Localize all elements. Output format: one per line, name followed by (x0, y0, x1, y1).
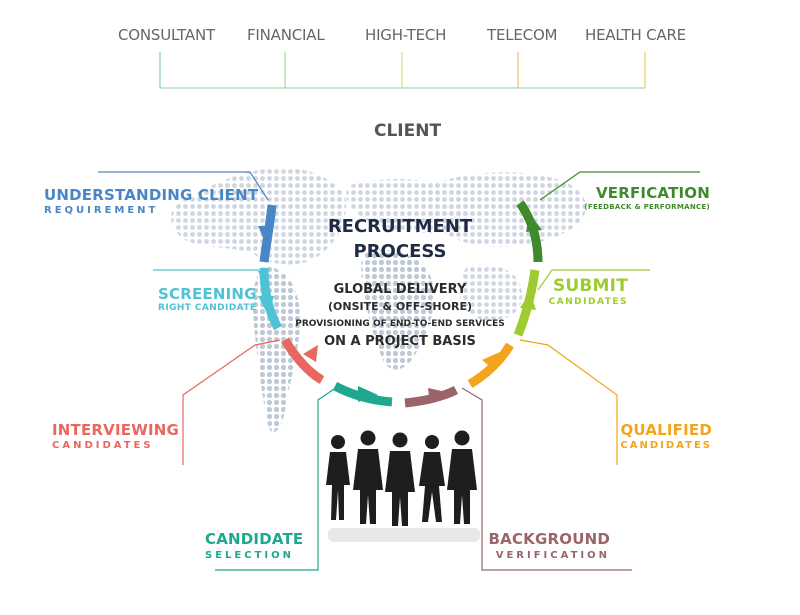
center-line4: ON A PROJECT BASIS (324, 334, 476, 349)
stage-screening: SCREENING RIGHT CANDIDATE (158, 285, 257, 313)
center-line2: (ONSITE & OFF-SHORE) (328, 300, 472, 313)
industry-consultant: CONSULTANT (118, 26, 215, 44)
stage-understanding-subtitle: REQUIREMENT (44, 205, 159, 216)
stage-candidate-selection: CANDIDATE SELECTION (205, 530, 303, 561)
stage-qualified: QUALIFIED CANDIDATES (600, 421, 712, 451)
stage-interviewing-subtitle: CANDIDATES (52, 440, 154, 451)
center-title-line2: PROCESS (353, 241, 447, 262)
process-arrows (258, 200, 543, 408)
arrow-interviewing (281, 337, 325, 384)
center-title: RECRUITMENT PROCESS (300, 214, 500, 264)
stage-selection-title: CANDIDATE (205, 530, 304, 548)
stage-screening-subtitle: RIGHT CANDIDATE (158, 303, 257, 313)
stage-submit-subtitle: CANDIDATES (548, 297, 628, 307)
leader-background (461, 387, 632, 571)
stage-submit-title: SUBMIT (552, 276, 628, 296)
leader-qualified (519, 339, 618, 465)
stage-verification: VERFICATION (FEEDBACK & PERFORMANCE) (570, 184, 710, 211)
arrow-head-screening (258, 296, 274, 315)
leader-verification (539, 171, 700, 201)
center-line1: GLOBAL DELIVERY (333, 282, 467, 297)
industry-telecom: TELECOM (487, 26, 558, 44)
arrow-head-qualified (482, 352, 500, 370)
arrow-head-submit (520, 292, 536, 310)
client-label: CLIENT (374, 121, 442, 141)
industry-high-tech: HIGH-TECH (365, 26, 447, 44)
arrow-head-interviewing (303, 345, 318, 362)
stage-background-verification: BACKGROUND VERIFICATION (470, 530, 610, 561)
stage-screening-title: SCREENING (158, 285, 257, 303)
stage-submit: SUBMIT CANDIDATES (526, 276, 628, 307)
leader-understanding (98, 171, 269, 201)
silhouette-reflection (328, 528, 480, 542)
center-title-line1: RECRUITMENT (327, 216, 473, 237)
stage-verification-subtitle: (FEEDBACK & PERFORMANCE) (584, 203, 710, 211)
stage-background-title: BACKGROUND (488, 530, 610, 548)
industry-financial: FINANCIAL (247, 26, 325, 44)
arrow-head-verification (526, 214, 542, 232)
stage-qualified-subtitle: CANDIDATES (620, 440, 712, 451)
business-people-silhouette (326, 430, 477, 526)
stage-understanding-title: UNDERSTANDING CLIENT (44, 186, 259, 204)
stage-selection-subtitle: SELECTION (205, 550, 294, 561)
stage-verification-title: VERFICATION (595, 184, 710, 202)
leader-lines (98, 171, 700, 571)
arrow-head-background (428, 388, 446, 404)
industry-health-care: HEALTH CARE (585, 26, 686, 44)
stage-interviewing: INTERVIEWING CANDIDATES (52, 421, 179, 451)
leader-selection (215, 384, 341, 571)
leader-submit (537, 269, 650, 291)
stage-understanding-client: UNDERSTANDING CLIENT REQUIREMENT (44, 186, 258, 216)
leader-interviewing (182, 339, 281, 465)
stage-background-subtitle: VERIFICATION (495, 550, 610, 561)
stage-qualified-title: QUALIFIED (620, 421, 712, 439)
arrow-head-understanding (258, 226, 274, 244)
stage-interviewing-title: INTERVIEWING (52, 421, 179, 439)
arrow-head-selection (358, 386, 378, 402)
center-line3: PROVISIONING OF END-TO-END SERVICES (295, 319, 505, 329)
industry-bracket (159, 52, 646, 89)
